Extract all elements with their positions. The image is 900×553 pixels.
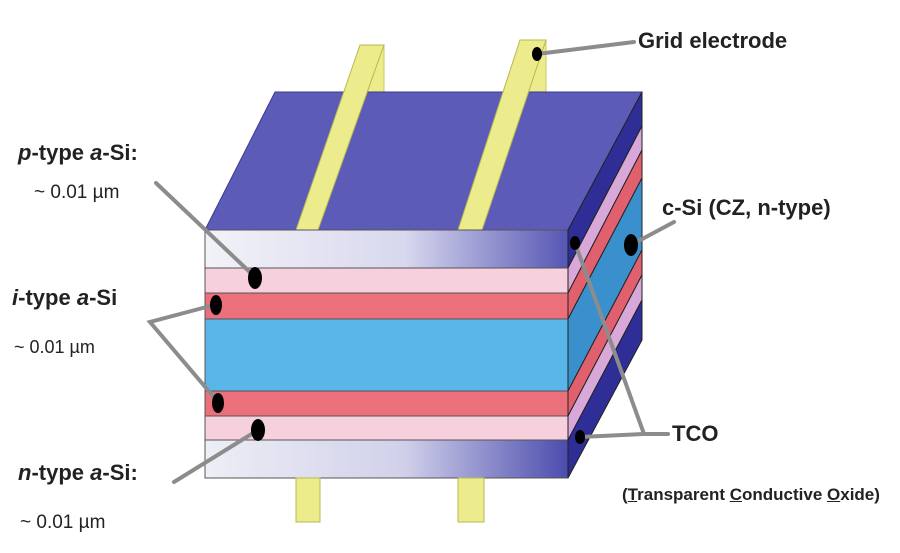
- tco-full-c: C: [729, 485, 742, 504]
- tco-full-open: (: [622, 485, 628, 504]
- bottom-grid-electrode-right: [457, 477, 485, 523]
- tco-full-ransparent: ransparent: [637, 485, 730, 504]
- label-i-type-prefix: i: [12, 285, 19, 310]
- label-c-si: c-Si (CZ, n-type): [662, 195, 831, 220]
- label-p-type-suffix: -Si:: [102, 140, 138, 165]
- leader-i-type: [146, 303, 220, 404]
- label-n-type-prefix: n: [18, 460, 32, 485]
- top-face: [204, 91, 643, 231]
- label-grid-electrode: Grid electrode: [638, 28, 788, 53]
- p-type-layer-front: [204, 267, 569, 294]
- label-tco-full: (Transparent Conductive Oxide): [622, 486, 880, 503]
- label-p-type-prefix: p: [18, 140, 32, 165]
- tco-full-o: O: [827, 485, 841, 504]
- marker-grid-electrode: [532, 47, 542, 61]
- side-tco-bottom: [567, 299, 643, 479]
- tco-full-onductive: onductive: [742, 485, 828, 504]
- i-type-layer-front-top: [204, 292, 569, 320]
- tco-full-t: T: [627, 485, 638, 504]
- label-i-type-a: a: [76, 285, 90, 310]
- label-i-type-suffix: -Si: [89, 285, 118, 310]
- c-si-layer-front: [204, 318, 569, 392]
- marker-i-type-bottom: [212, 393, 224, 413]
- label-n-type-suffix: -Si:: [102, 460, 138, 485]
- leader-n-type: [172, 428, 260, 484]
- label-n-type-a: a: [90, 460, 103, 485]
- i-type-layer-front-bottom: [204, 390, 569, 417]
- label-n-type-thickness: ~ 0.01 µm: [20, 512, 106, 533]
- tco-front-bottom: [204, 439, 569, 479]
- label-i-type: i-type a-Si: [12, 287, 117, 309]
- marker-n-type: [251, 419, 265, 441]
- label-p-type-a: a: [90, 140, 103, 165]
- label-i-type-thickness: ~ 0.01 µm: [14, 337, 95, 357]
- leader-c-si: [629, 220, 676, 247]
- label-tco: TCO: [672, 421, 719, 446]
- label-p-type-mid: -type: [31, 140, 91, 165]
- leader-p-type: [154, 181, 257, 279]
- bottom-grid-electrode-left: [295, 477, 321, 523]
- marker-c-si: [624, 234, 638, 256]
- marker-p-type: [248, 267, 262, 289]
- tco-full-xide: xide): [840, 485, 880, 504]
- label-i-type-mid: -type: [18, 285, 77, 310]
- marker-tco-bottom: [575, 430, 585, 444]
- label-p-type-thickness: ~ 0.01 µm: [34, 182, 120, 203]
- tco-front-top: [204, 229, 569, 269]
- marker-i-type-top: [210, 295, 222, 315]
- label-p-type: p-type a-Si:: [18, 142, 138, 164]
- marker-tco-top: [570, 236, 580, 250]
- label-n-type-mid: -type: [31, 460, 91, 485]
- label-n-type: n-type a-Si:: [18, 462, 138, 484]
- leader-grid-electrode: [535, 40, 636, 56]
